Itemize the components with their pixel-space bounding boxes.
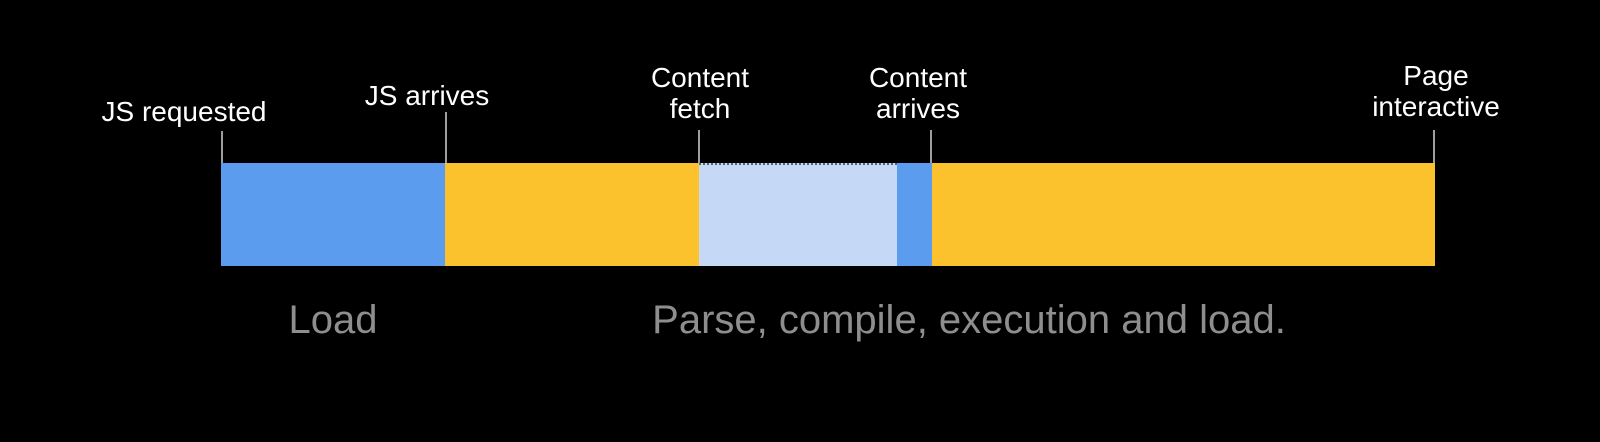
segment-execution-load: [932, 163, 1435, 266]
milestone-label-js-requested: JS requested: [101, 96, 267, 127]
milestone-label-js-arrives: JS arrives: [364, 80, 490, 111]
tick-page-interactive: [1433, 130, 1435, 163]
tick-js-arrives: [445, 112, 447, 163]
tick-content-fetch: [698, 130, 700, 163]
milestone-label-page-interactive: Page interactive: [1372, 60, 1500, 122]
phase-label-load: Load: [288, 298, 378, 342]
tick-js-requested: [221, 131, 223, 163]
segment-parse-compile-1: [445, 163, 699, 266]
timeline-bar: [221, 163, 1435, 266]
milestone-label-content-arrives: Content arrives: [868, 62, 968, 124]
segment-content-download: [897, 163, 932, 266]
segment-content-fetch: [699, 163, 897, 266]
segment-js-download: [221, 163, 445, 266]
milestone-label-content-fetch: Content fetch: [650, 62, 750, 124]
phase-label-parse-compile-execute: Parse, compile, execution and load.: [652, 298, 1286, 342]
tick-content-arrives: [930, 130, 932, 163]
